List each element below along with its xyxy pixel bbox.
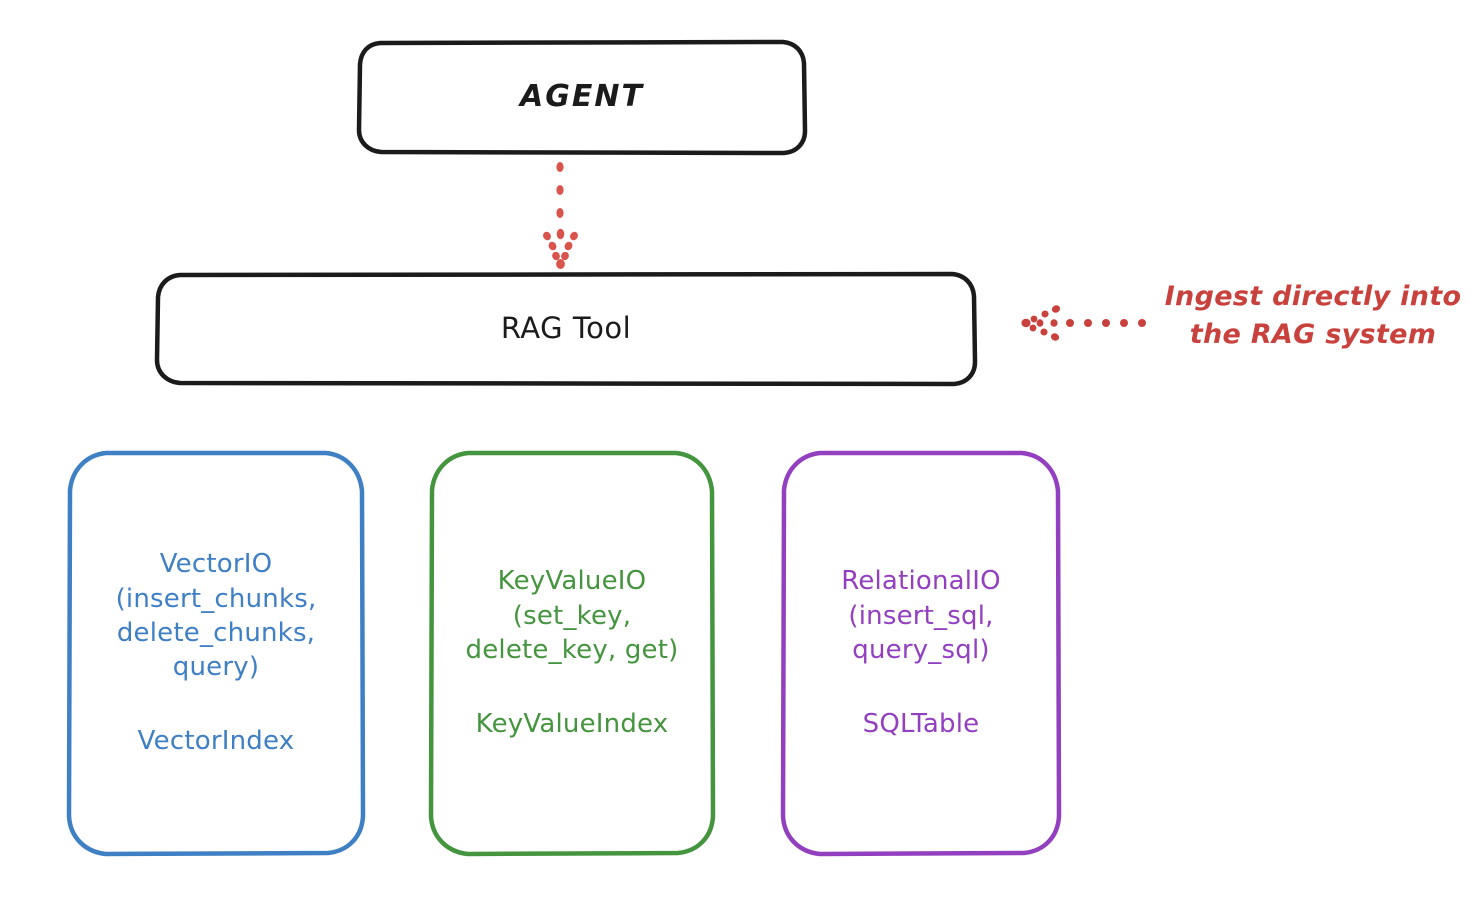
keyvalue-io-secondary-label: KeyValueIndex <box>475 709 669 740</box>
vector-io-node[interactable]: VectorIO (insert_chunks, delete_chunks, … <box>66 448 366 858</box>
rag-tool-label: RAG Tool <box>500 310 632 345</box>
ingest-annotation-text: Ingest directly into the RAG system <box>1164 281 1462 351</box>
agent-node[interactable]: AGENT <box>356 38 808 156</box>
keyvalue-io-node[interactable]: KeyValueIO (set_key, delete_key, get) Ke… <box>428 448 716 858</box>
agent-label: AGENT <box>520 79 644 115</box>
vector-io-primary-label: VectorIO (insert_chunks, delete_chunks, … <box>115 549 317 683</box>
vector-io-secondary-label: VectorIndex <box>137 726 295 757</box>
ingest-arrow <box>1021 305 1146 341</box>
rag-tool-node[interactable]: RAG Tool <box>154 270 978 387</box>
relational-io-primary-label: RelationalIO (insert_sql, query_sql) <box>841 566 1001 665</box>
relational-io-secondary-label: SQLTable <box>862 709 980 740</box>
relational-io-node[interactable]: RelationalIO (insert_sql, query_sql) SQL… <box>780 448 1062 858</box>
keyvalue-io-primary-label: KeyValueIO (set_key, delete_key, get) <box>465 566 679 665</box>
agent-to-rag-tool-arrow <box>543 162 578 269</box>
